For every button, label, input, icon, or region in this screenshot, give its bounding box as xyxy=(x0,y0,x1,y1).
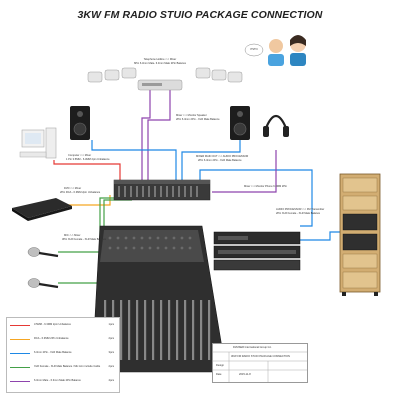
label-mixer-monitor-speaker-sub: 2Pin 6.3mm 2Pin - XLR Male Balance xyxy=(176,118,220,121)
monitor-speaker-right xyxy=(230,106,250,140)
legend-quantity: 3pcs xyxy=(108,351,114,354)
label-telephone-hybrid-sub: 6Pin 6.3mm Male- 6.3mm Male 2Pin Balance xyxy=(133,62,187,65)
monitor-speaker-left xyxy=(70,106,90,140)
legend-label: XLR Female - XLR Male Balance / Mic Arm … xyxy=(34,365,101,368)
legend-quantity: 2pcs xyxy=(108,365,114,368)
legend-row: 3.5MM - 6.3MM 2pin Unbalance 1pcs xyxy=(10,321,116,331)
legend-label: 3.5MM - 6.3MM 2pin Unbalance xyxy=(34,323,71,326)
diagram-title: 3KW FM RADIO STUIO PACKAGE CONNECTION xyxy=(77,9,323,21)
label-mixer-monitor-phone: Mixer <-> Monitor Phone 6.3MM 2Pin xyxy=(244,185,288,188)
legend-quantity: 4pcs xyxy=(108,379,114,382)
label-audio-processor-tx: AUDIO PROCESSOR <-> FM Transmitter xyxy=(276,208,325,211)
cable-telephone-mixer xyxy=(141,88,151,180)
pstn-callers xyxy=(244,35,306,66)
large-mixing-console xyxy=(91,225,227,373)
label-dvd-mixer-sub: 2Pin RCA - 6.3MM 2pin Unbalance xyxy=(60,191,101,194)
label-mixer-main-out: MIXER MAIN OUT <-> AUDIO PROCESSOR xyxy=(196,155,249,158)
label-pstn: PSTN xyxy=(250,48,258,51)
cable-telephone-mixer-2 xyxy=(147,88,171,180)
cable-main-out xyxy=(199,169,313,227)
title-block-date-label: Date xyxy=(216,373,222,376)
label-mic-mixer-sub: 3Pin XLR Female - XLR Male Balance xyxy=(62,238,107,241)
computer xyxy=(19,127,57,159)
label-computer-mixer: Computer <-> Mixer xyxy=(68,154,92,157)
audio-processor xyxy=(213,231,301,271)
legend-swatch xyxy=(10,325,30,327)
label-mic-mixer: MIC <-> Mixer xyxy=(64,234,81,237)
cable-headphones xyxy=(212,150,277,193)
legend-swatch xyxy=(10,353,30,355)
label-telephone-hybrid: Telephone Hotline <-> Mixer xyxy=(143,58,177,61)
cable-speaker-right xyxy=(181,140,241,180)
legend-swatch xyxy=(10,339,30,341)
legend-swatch xyxy=(10,381,30,383)
title-block-company: FMUSER International Group Inc. xyxy=(233,346,272,349)
legend-label: 6.3mm Male - 6.3mm Male 2Pin Balance xyxy=(34,379,81,382)
label-computer-mixer-sub: 1 Pin 3.5MM - 6.3MM 2pin Unbalance xyxy=(66,158,110,161)
cable-computer-mixer xyxy=(53,160,121,180)
label-audio-processor-tx-sub: 2Pin XLR Female - XLR Male Balance xyxy=(276,212,321,215)
microphone-1 xyxy=(27,247,59,258)
microphone-2 xyxy=(27,278,59,289)
cable-processor-tx xyxy=(300,231,342,241)
dvd-player xyxy=(12,198,72,221)
legend-row: RCA - 6.3MM 2Pin Unbalance 2pcs xyxy=(10,335,116,345)
label-dvd-mixer: DVD <-> Mixer xyxy=(64,187,82,190)
telephone-set xyxy=(87,67,243,83)
legend-quantity: 1pcs xyxy=(108,323,114,326)
title-block-drawing: 3KW FM RADIO STUIO PACKAGE CONNECTION xyxy=(231,355,290,358)
title-block-design: Design xyxy=(216,364,225,367)
label-mixer-monitor-speaker: Mixer <-> Monitor Speaker xyxy=(176,114,207,117)
small-mixer xyxy=(113,179,211,201)
headphones xyxy=(263,114,289,137)
cable-legend: 3.5MM - 6.3MM 2pin Unbalance 1pcs RCA - … xyxy=(6,317,120,393)
telephone-hybrid xyxy=(137,79,183,91)
label-mixer-main-out-sub: 2Pin 6.3mm 2Pin - XLR Male Balance xyxy=(198,159,242,162)
title-block-grid xyxy=(213,351,307,382)
legend-label: 6.3mm 2Pin - XLR Male Balance xyxy=(34,351,72,354)
legend-row: 6.3mm 2Pin - XLR Male Balance 3pcs xyxy=(10,349,116,359)
legend-swatch xyxy=(10,367,30,369)
title-block-date: 2015-11-8 xyxy=(239,373,251,376)
drawing-title-block: FMUSER International Group Inc. 3KW FM R… xyxy=(212,343,308,383)
fm-transmitter-rack xyxy=(339,173,381,296)
cable-speaker-left xyxy=(91,140,177,180)
legend-label: RCA - 6.3MM 2Pin Unbalance xyxy=(34,337,69,340)
legend-row: 6.3mm Male - 6.3mm Male 2Pin Balance 4pc… xyxy=(10,377,116,387)
legend-quantity: 2pcs xyxy=(108,337,114,340)
legend-row: XLR Female - XLR Male Balance / Mic Arm … xyxy=(10,363,116,373)
